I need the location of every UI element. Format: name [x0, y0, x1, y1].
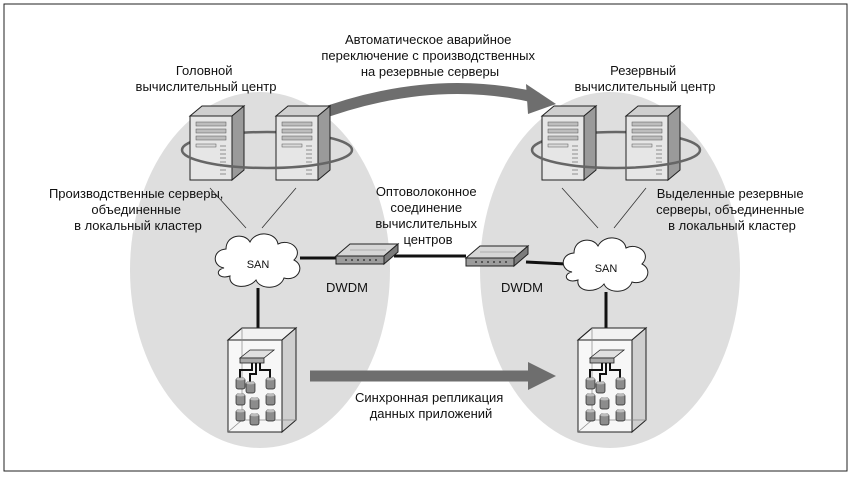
main-storage-icon	[227, 327, 297, 433]
main-center-label: Головной вычислительный центр	[136, 63, 277, 94]
dwdm-left-label: DWDM	[326, 280, 368, 295]
replication-arrow-head	[528, 362, 556, 390]
fiber-link-label: Оптоволоконное соединение вычислительных…	[375, 184, 480, 247]
failover-arrow-head	[526, 84, 556, 114]
failover-label: Автоматическое аварийное переключение с …	[321, 32, 538, 79]
fiber-link-lines	[256, 254, 608, 340]
san-right-label: SAN	[595, 263, 618, 275]
backup-cluster-ring-back	[530, 130, 702, 151]
failover-arrow	[310, 82, 540, 123]
backup-server-2-icon	[625, 105, 681, 181]
server-san-links	[209, 187, 647, 229]
san-left-label: SAN	[247, 259, 270, 271]
main-cluster-ring-front	[180, 149, 354, 170]
dwdm-right-label: DWDM	[501, 280, 543, 295]
replication-label: Синхронная репликация данных приложений	[355, 390, 507, 421]
backup-center-label: Резервный вычислительный центр	[575, 63, 716, 94]
backup-storage-icon	[577, 327, 647, 433]
backup-server-1-icon	[541, 105, 597, 181]
backup-servers-label: Выделенные резервные серверы, объединенн…	[656, 186, 808, 233]
backup-cluster-ring-front	[530, 149, 702, 170]
main-server-1-icon	[189, 105, 245, 181]
prod-servers-label: Производственные серверы, объединенные в…	[49, 186, 227, 233]
